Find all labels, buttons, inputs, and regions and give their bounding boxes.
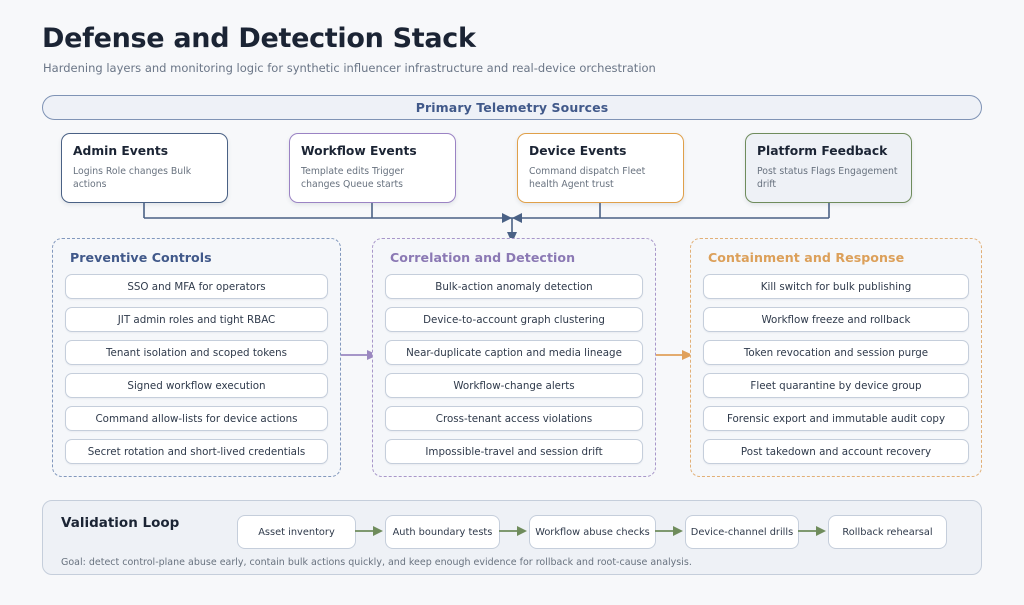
validation-loop-note: Goal: detect control-plane abuse early, …: [61, 557, 692, 568]
control-pill[interactable]: Workflow freeze and rollback: [703, 307, 969, 332]
page-title: Defense and Detection Stack: [42, 23, 476, 54]
control-pill[interactable]: Cross-tenant access violations: [385, 406, 643, 431]
control-pill[interactable]: Token revocation and session purge: [703, 340, 969, 365]
validation-step[interactable]: Rollback rehearsal: [828, 515, 947, 549]
control-pill[interactable]: Post takedown and account recovery: [703, 439, 969, 464]
control-pill[interactable]: SSO and MFA for operators: [65, 274, 328, 299]
primary-telemetry-sources-banner: Primary Telemetry Sources: [42, 95, 982, 120]
control-pill[interactable]: Signed workflow execution: [65, 373, 328, 398]
control-pill[interactable]: Near-duplicate caption and media lineage: [385, 340, 643, 365]
validation-loop-panel: Validation Loop Goal: detect control-pla…: [42, 500, 982, 575]
bus-right-arrowhead: [512, 213, 522, 223]
control-pill[interactable]: Impossible-travel and session drift: [385, 439, 643, 464]
validation-step[interactable]: Device-channel drills: [685, 515, 799, 549]
source-card-description: Post status Flags Engagement drift: [757, 165, 898, 191]
validation-step[interactable]: Asset inventory: [237, 515, 356, 549]
source-card-title: Admin Events: [73, 144, 169, 158]
pipeline-column-title: Preventive Controls: [70, 250, 212, 265]
validation-loop-title: Validation Loop: [61, 515, 180, 531]
source-card-title: Device Events: [529, 144, 627, 158]
telemetry-bus: [143, 203, 830, 239]
page-subtitle: Hardening layers and monitoring logic fo…: [43, 60, 656, 75]
control-pill[interactable]: JIT admin roles and tight RBAC: [65, 307, 328, 332]
control-pill[interactable]: Fleet quarantine by device group: [703, 373, 969, 398]
source-card-description: Command dispatch Fleet health Agent trus…: [529, 165, 646, 191]
control-pill[interactable]: Workflow-change alerts: [385, 373, 643, 398]
source-card-title: Workflow Events: [301, 144, 417, 158]
source-card-title: Platform Feedback: [757, 144, 888, 158]
control-pill[interactable]: Kill switch for bulk publishing: [703, 274, 969, 299]
pipeline-column-title: Correlation and Detection: [390, 250, 576, 265]
bus-left-arrowhead: [502, 213, 512, 223]
validation-step[interactable]: Workflow abuse checks: [529, 515, 656, 549]
control-pill[interactable]: Tenant isolation and scoped tokens: [65, 340, 328, 365]
control-pill[interactable]: Forensic export and immutable audit copy: [703, 406, 969, 431]
pipeline-column-title: Containment and Response: [708, 250, 905, 265]
control-pill[interactable]: Device-to-account graph clustering: [385, 307, 643, 332]
control-pill[interactable]: Bulk-action anomaly detection: [385, 274, 643, 299]
control-pill[interactable]: Secret rotation and short-lived credenti…: [65, 439, 328, 464]
telemetry-banner-label: Primary Telemetry Sources: [415, 100, 609, 115]
source-card-description: Logins Role changes Bulk actions: [73, 165, 192, 191]
page-header: Defense and Detection Stack Hardening la…: [42, 24, 656, 76]
control-pill[interactable]: Command allow-lists for device actions: [65, 406, 328, 431]
detect-to-contain-arrow: [656, 350, 693, 360]
validation-step[interactable]: Auth boundary tests: [385, 515, 500, 549]
source-card-description: Template edits Trigger changes Queue sta…: [301, 165, 405, 191]
